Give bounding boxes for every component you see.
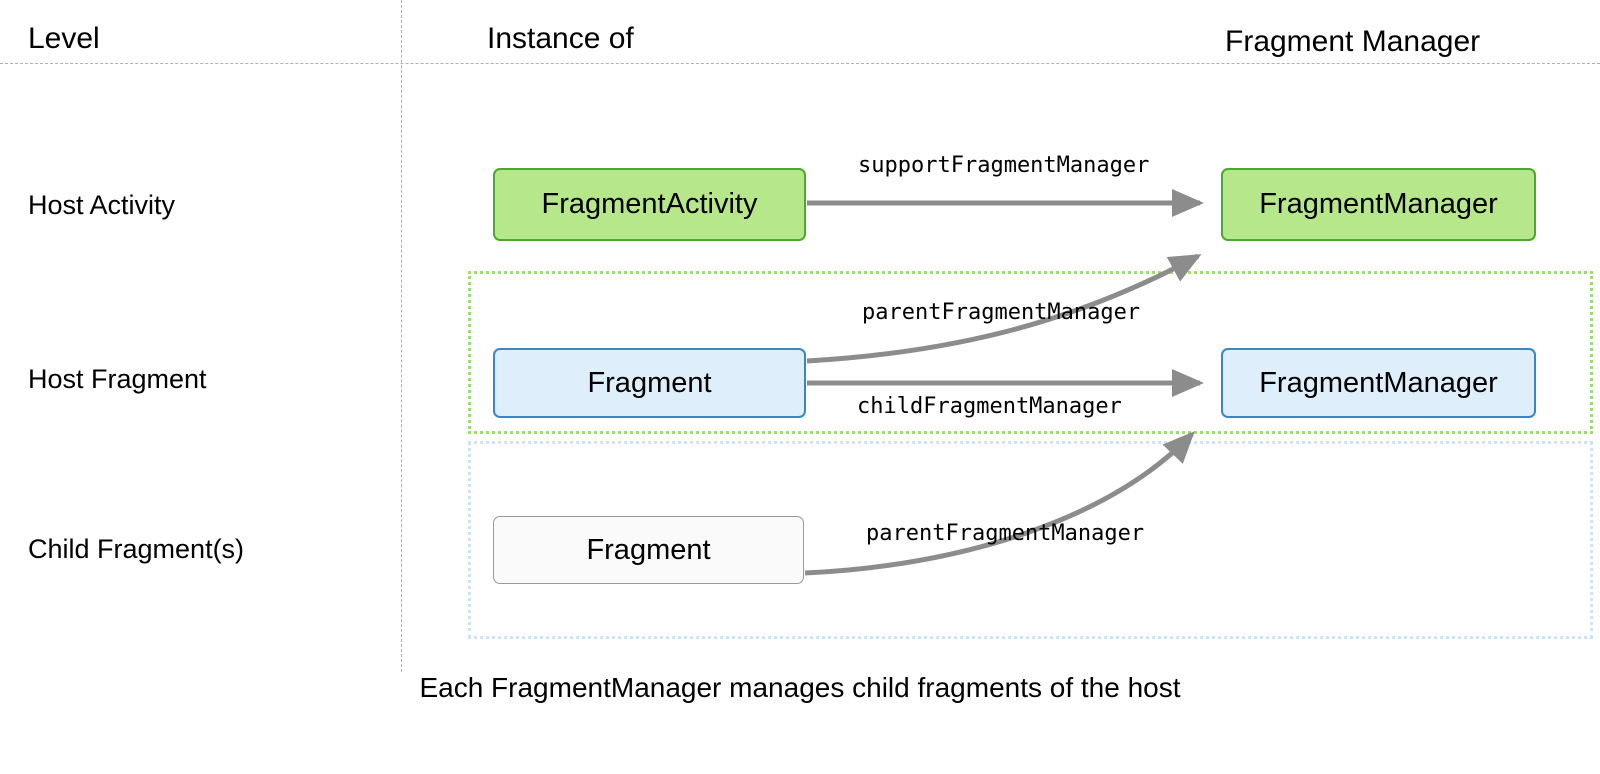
- edge-label-support-fragment-manager: supportFragmentManager: [858, 153, 1150, 178]
- column-divider-vertical: [401, 0, 402, 672]
- row-label-host-activity: Host Activity: [28, 190, 176, 220]
- column-header-instance-of: Instance of: [487, 22, 634, 55]
- node-fragment-manager-host-fragment[interactable]: FragmentManager: [1221, 348, 1536, 418]
- node-fragment-child[interactable]: Fragment: [493, 516, 804, 584]
- column-header-fragment-manager: Fragment Manager: [1225, 25, 1481, 58]
- node-fragment-host[interactable]: Fragment: [493, 348, 806, 418]
- edge-label-parent-fragment-manager-host: parentFragmentManager: [862, 300, 1141, 325]
- edge-label-parent-fragment-manager-child: parentFragmentManager: [866, 521, 1145, 546]
- column-header-level: Level: [28, 22, 100, 55]
- edge-label-child-fragment-manager: childFragmentManager: [857, 394, 1122, 419]
- row-label-child-fragment: Child Fragment(s): [28, 534, 245, 564]
- node-fragment-activity[interactable]: FragmentActivity: [493, 168, 806, 241]
- header-divider-horizontal: [0, 63, 1600, 64]
- diagram-caption: Each FragmentManager manages child fragm…: [419, 672, 1181, 703]
- node-fragment-manager-activity[interactable]: FragmentManager: [1221, 168, 1536, 241]
- row-label-host-fragment: Host Fragment: [28, 364, 207, 394]
